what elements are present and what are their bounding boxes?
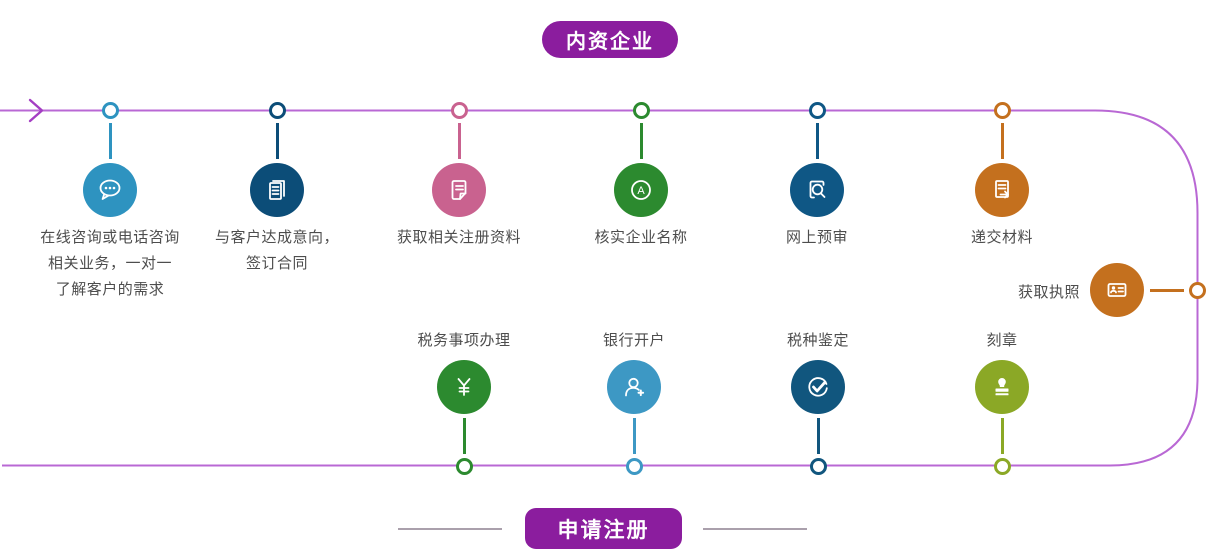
footer-connector-left — [398, 528, 502, 530]
step-online-preaudit: 网上预审 — [717, 102, 917, 251]
step-stem — [462, 418, 466, 454]
step-online-consult: 在线咨询或电话咨询 相关业务，一对一 了解客户的需求 — [10, 102, 210, 303]
step-stem — [275, 123, 279, 159]
step-tax-affairs: 税务事项办理 — [364, 330, 564, 475]
step-label: 核实企业名称 — [594, 229, 688, 246]
letter-a-icon: A — [614, 163, 668, 217]
footer-pill: 申请注册 — [525, 508, 682, 549]
person-add-icon — [607, 360, 661, 414]
timeline-node — [632, 102, 650, 119]
timeline-node — [808, 102, 826, 119]
step-label: 递交材料 — [970, 229, 1033, 246]
timeline-node — [455, 458, 473, 475]
step-stem — [1150, 289, 1184, 292]
step-label: 网上预审 — [785, 229, 848, 246]
document-search-icon — [790, 163, 844, 217]
step-tax-type: 税种鉴定 — [718, 330, 918, 475]
step-sign-contract: 与客户达成意向， 签订合同 — [177, 102, 377, 277]
stamp-icon — [975, 360, 1029, 414]
step-label: 税种鉴定 — [786, 332, 849, 349]
step-stem — [1000, 123, 1004, 159]
timeline-node — [268, 102, 286, 119]
step-label: 获取相关注册资料 — [396, 229, 521, 246]
step-stem — [632, 418, 636, 454]
step-collect-materials: 获取相关注册资料 — [359, 102, 559, 251]
note-icon — [432, 163, 486, 217]
yen-icon — [437, 360, 491, 414]
contract-document-icon — [250, 163, 304, 217]
chat-icon — [83, 163, 137, 217]
step-stem — [108, 123, 112, 159]
id-card-icon — [1090, 263, 1144, 317]
step-stem — [815, 123, 819, 159]
timeline-node — [993, 458, 1011, 475]
step-label: 银行开户 — [602, 332, 665, 349]
step-stem — [816, 418, 820, 454]
step-label: 税务事项办理 — [417, 332, 511, 349]
timeline-node — [625, 458, 643, 475]
timeline-node — [809, 458, 827, 475]
step-submit-materials: 递交材料 — [902, 102, 1102, 251]
footer-connector-right — [703, 528, 807, 530]
step-stem — [639, 123, 643, 159]
header-pill: 内资企业 — [542, 21, 678, 58]
check-circle-icon — [791, 360, 845, 414]
step-label: 获取执照 — [1017, 284, 1080, 301]
step-seal-carving: 刻章 — [902, 330, 1102, 475]
timeline-node — [1189, 282, 1206, 299]
step-verify-name: A 核实企业名称 — [541, 102, 741, 251]
timeline-node — [993, 102, 1011, 119]
step-label: 与客户达成意向， 签订合同 — [214, 229, 339, 272]
step-label: 在线咨询或电话咨询 相关业务，一对一 了解客户的需求 — [40, 229, 180, 298]
step-stem — [457, 123, 461, 159]
step-bank-account: 银行开户 — [534, 330, 734, 475]
timeline-node — [450, 102, 468, 119]
timeline-node — [101, 102, 119, 119]
document-submit-icon — [975, 163, 1029, 217]
step-label: 刻章 — [986, 332, 1018, 349]
svg-text:A: A — [637, 185, 645, 197]
step-stem — [1000, 418, 1004, 454]
